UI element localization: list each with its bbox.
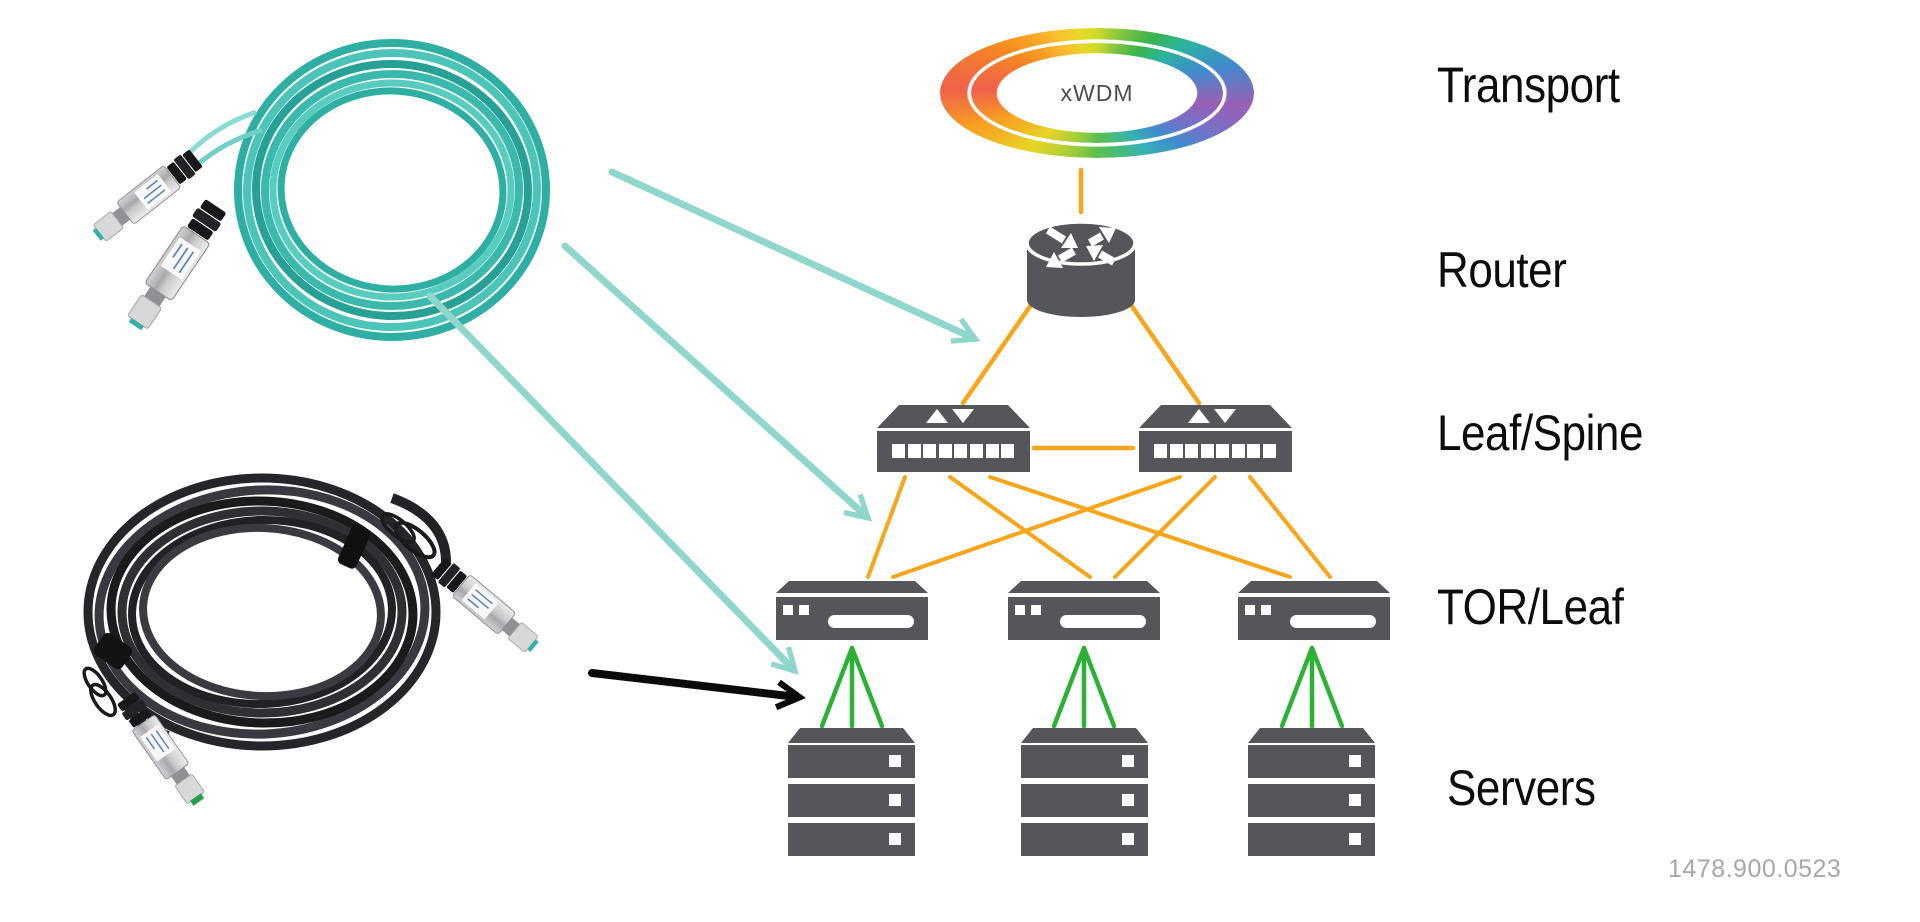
- drive-slot: [1290, 615, 1376, 628]
- bail-loop: [380, 512, 416, 544]
- port-squares: [892, 444, 1014, 458]
- bail-loop: [89, 682, 117, 718]
- spine-switch-1-icon: [877, 405, 1030, 472]
- spine-tor-mesh-links: [866, 475, 1332, 579]
- tor-server-link-fan-1: [819, 645, 885, 729]
- spine-switch-2-icon: [1139, 405, 1292, 472]
- up-triangle: [1188, 409, 1210, 423]
- level-label-router: Router: [1437, 242, 1567, 298]
- tor-switch-2-icon: [1008, 581, 1160, 640]
- drive-slot: [1060, 615, 1146, 628]
- router-spine2-link: [1126, 299, 1202, 406]
- dac-arrow-to-servers: [588, 669, 797, 697]
- aoc-arrow-to-servers: [426, 292, 793, 669]
- tor-server-links: [819, 645, 1345, 729]
- sfp-connector-icon: [428, 554, 545, 659]
- reference-number: 1478.900.0523: [1668, 855, 1842, 883]
- server-stack-3-icon: [1248, 728, 1375, 856]
- xwdm-inner-ring: [971, 43, 1223, 143]
- tor-switch-1-icon: [776, 581, 928, 640]
- bail-loop: [393, 520, 437, 560]
- server-stack-1-icon: [788, 728, 915, 856]
- up-triangle: [926, 409, 948, 423]
- orange-network-links: [866, 167, 1332, 579]
- cable-strap: [337, 525, 371, 569]
- drive-slot: [828, 615, 914, 628]
- port-squares: [1154, 444, 1276, 458]
- down-triangle: [952, 409, 974, 423]
- router-spine1-link: [960, 299, 1036, 406]
- down-triangle: [1214, 409, 1236, 423]
- aoc-fiber-strand: [186, 109, 257, 156]
- cable-strap: [93, 632, 133, 670]
- xwdm-node-label: xWDM: [1060, 80, 1134, 106]
- level-label-tor-leaf: TOR/Leaf: [1437, 579, 1624, 635]
- tor-server-link-fan-3: [1279, 645, 1345, 729]
- bail-loop: [82, 666, 108, 698]
- level-label-transport: Transport: [1437, 57, 1620, 113]
- router-icon: [1025, 220, 1137, 317]
- tor-server-link-fan-2: [1051, 645, 1117, 729]
- aoc-arrow-to-router: [608, 168, 973, 338]
- aoc-fiber-strand: [196, 127, 263, 166]
- server-stack-2-icon: [1021, 728, 1148, 856]
- aoc-cable-image: [87, 39, 550, 341]
- router-arrows: [1045, 226, 1116, 266]
- pcb-edge: [190, 793, 205, 806]
- level-label-leaf-spine: Leaf/Spine: [1437, 405, 1644, 461]
- callout-arrows: [426, 168, 973, 697]
- aoc-arrow-to-leafspine: [561, 242, 866, 516]
- tor-switch-3-icon: [1238, 581, 1390, 640]
- dac-cable-image: [82, 473, 545, 810]
- level-label-servers: Servers: [1447, 760, 1596, 816]
